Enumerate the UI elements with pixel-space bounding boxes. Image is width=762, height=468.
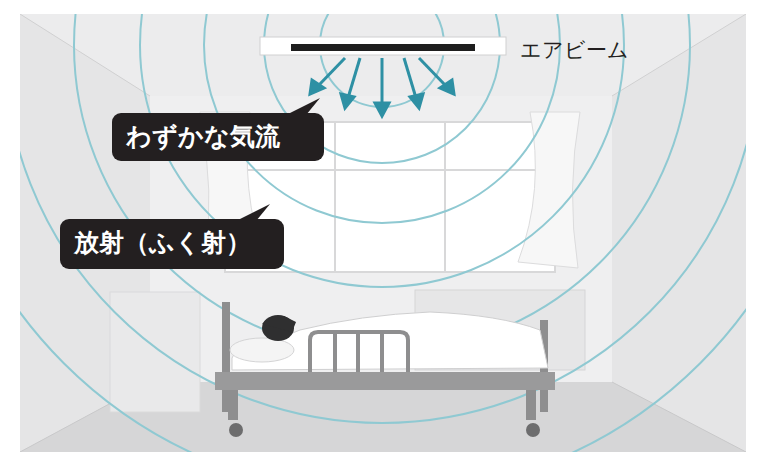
curtain — [518, 112, 580, 268]
callout-box: 放射（ふく射） — [60, 219, 284, 269]
callout-box: わずかな気流 — [112, 113, 324, 161]
side-wall — [20, 14, 746, 452]
bed — [215, 302, 555, 437]
unit-label: エアビーム — [520, 36, 629, 64]
callout-text: 放射（ふく射） — [74, 225, 270, 261]
cabinet — [110, 292, 200, 412]
airbeam-unit — [260, 37, 506, 55]
radiation-waves — [20, 14, 746, 452]
airbeam-slot — [291, 44, 475, 51]
callout-text: わずかな気流 — [126, 119, 310, 155]
airflow-arrows — [310, 58, 454, 116]
